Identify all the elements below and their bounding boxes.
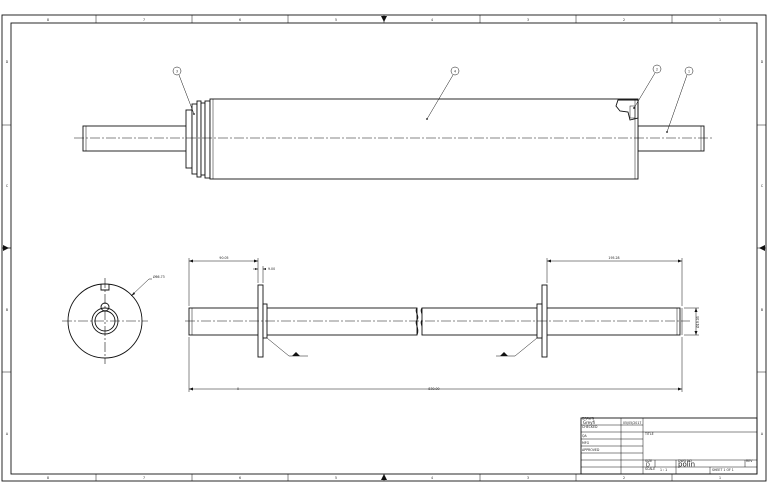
row-label: C [6, 184, 9, 188]
col-label: 4 [431, 18, 433, 22]
dim-195-28: 195.28 [608, 256, 619, 260]
diameter-callout: Ø66.73 [153, 274, 165, 279]
dim-end-diameter: Ø19.05 [695, 316, 700, 328]
col-label: 4 [431, 476, 433, 480]
tb-title-label: TITLE [644, 432, 654, 436]
row-label: A [761, 432, 764, 436]
balloon-3 [172, 66, 182, 76]
bearing-ring [204, 100, 211, 179]
col-label: 1 [719, 18, 721, 22]
col-label: 5 [335, 476, 337, 480]
row-label: D [6, 60, 9, 64]
tb-size-label: SIZE [645, 459, 652, 463]
end-view: Ø66.73 [62, 274, 165, 364]
row-label: D [761, 60, 764, 64]
tb-qa-label: QA [582, 434, 588, 438]
col-label: 7 [143, 18, 145, 22]
balloon-4 [450, 66, 460, 76]
svg-text:1: 1 [688, 70, 690, 74]
roller-tube [209, 98, 639, 180]
dim-9-00: 9.00 [268, 267, 275, 271]
shaft-body-right [421, 307, 681, 336]
col-label: 2 [623, 476, 625, 480]
right-shaft-stub [637, 125, 705, 152]
title-block: DRAWN Greyfi 05/05/2017 CHECKED QA MFG A… [580, 417, 758, 475]
col-label: 1 [719, 476, 721, 480]
tb-approved-label: APPROVED [582, 448, 600, 452]
col-label: 7 [143, 476, 145, 480]
svg-text:2: 2 [656, 68, 658, 72]
svg-text:4: 4 [454, 70, 456, 74]
col-label: 6 [239, 476, 241, 480]
tb-drawn-label: DRAWN [582, 417, 595, 421]
flange-plate [185, 109, 193, 169]
shaft-body-left [188, 307, 418, 336]
tb-rev-label: REV [746, 459, 753, 463]
shaft-detail-view: 90.05 9.00 195.28 830.00 0 Ø19.05 [185, 256, 700, 392]
row-label: A [6, 432, 9, 436]
balloon-2 [652, 64, 662, 74]
tb-mfg-label: MFG [582, 441, 590, 445]
roller-assembly-view: 3 4 2 1 [74, 64, 714, 180]
dim-90-05: 90.05 [219, 256, 228, 260]
row-label: B [761, 308, 763, 312]
tb-dwg-label: DWG NO [678, 459, 692, 463]
dim-left-tick: 0 [237, 387, 239, 391]
row-label: B [6, 308, 8, 312]
zone-labels: 8 7 6 5 4 3 2 1 8 7 6 5 4 3 2 1 D C B A … [6, 18, 764, 480]
tb-sheet: SHEET 1 OF 1 [712, 468, 734, 472]
col-label: 8 [47, 476, 49, 480]
end-cutout [615, 99, 639, 121]
tb-checked-label: CHECKED [582, 425, 598, 429]
col-label: 8 [47, 18, 49, 22]
col-label: 3 [527, 476, 529, 480]
bearing-ring [196, 100, 202, 178]
center-mark-right [759, 245, 765, 251]
tb-date: 05/05/2017 [623, 421, 641, 425]
row-label: C [761, 184, 764, 188]
col-label: 5 [335, 18, 337, 22]
bearing-ring [200, 102, 206, 176]
col-label: 2 [623, 18, 625, 22]
tb-scale: 1 : 1 [660, 468, 667, 472]
col-label: 6 [239, 18, 241, 22]
svg-text:3: 3 [176, 70, 178, 74]
balloon-1 [684, 66, 694, 76]
tb-dwg-no: polin [678, 461, 695, 469]
sheet-frame [1, 14, 767, 482]
tb-scale-label: SCALE [645, 467, 655, 471]
tb-drawn-by: Greyfi [583, 420, 595, 425]
tb-size: D [646, 463, 650, 469]
col-label: 3 [527, 18, 529, 22]
dim-830: 830.00 [428, 387, 439, 391]
left-shaft-stub [82, 125, 188, 152]
